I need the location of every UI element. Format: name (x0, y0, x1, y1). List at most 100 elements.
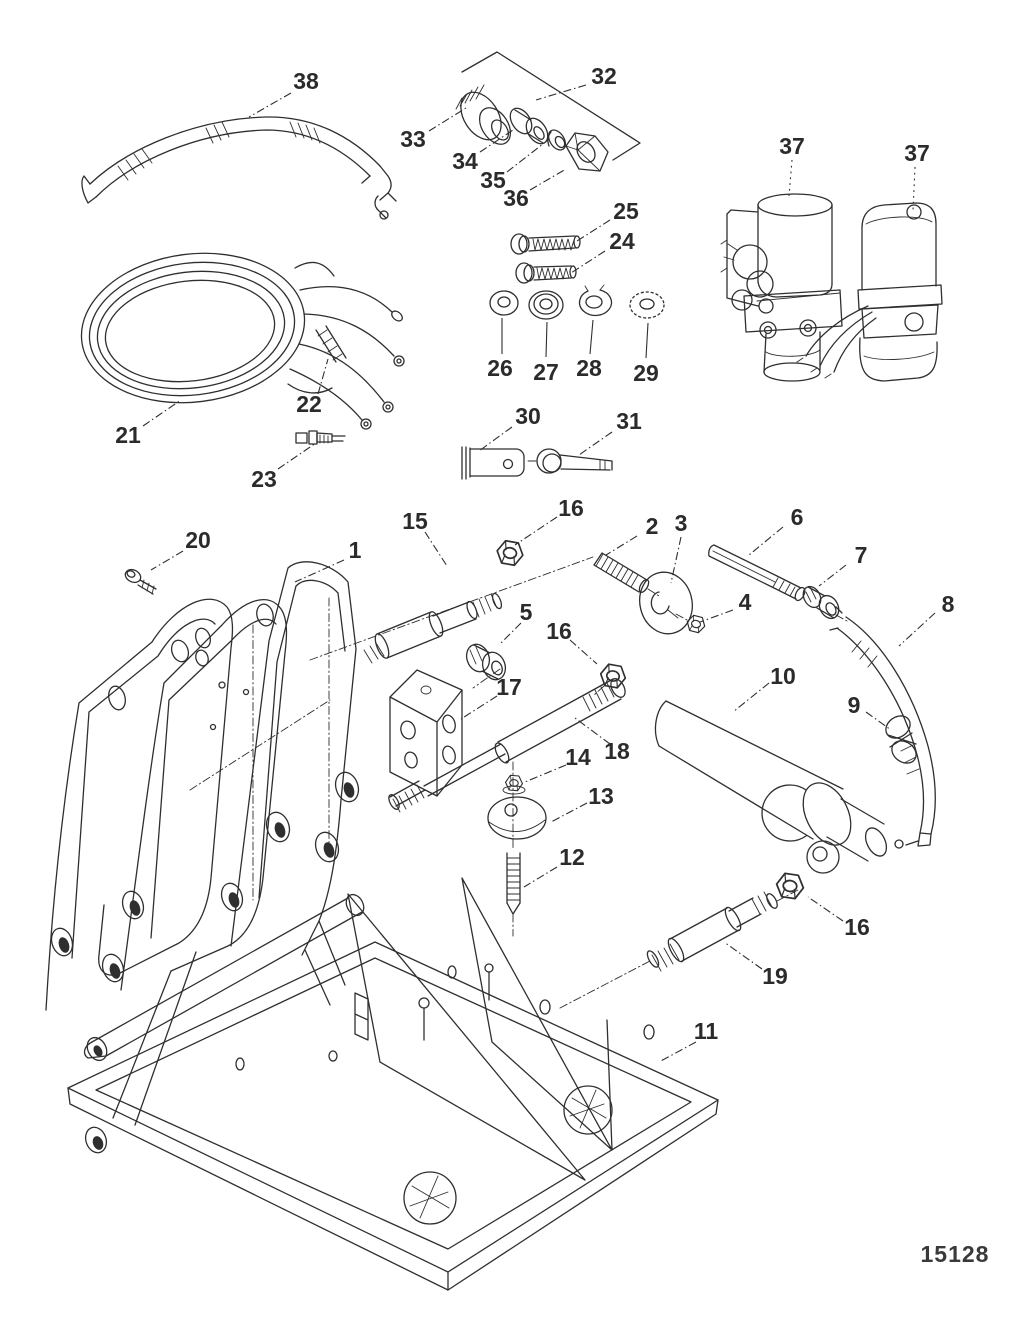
callout-label-6: 6 (791, 504, 804, 530)
anchor-block-drawing (461, 446, 525, 480)
connector-15-drawing (363, 592, 503, 664)
leader-line-7 (818, 564, 847, 587)
leader-line-37 (788, 159, 793, 197)
washer-26-drawing (489, 290, 519, 316)
callout-label-31: 31 (616, 408, 642, 434)
leader-line-35 (506, 139, 549, 173)
ring-pin-drawing (526, 448, 613, 474)
callout-label-3: 3 (675, 510, 688, 536)
leader-line-14 (524, 764, 567, 783)
hex-nut-14 (502, 774, 526, 795)
leader-line-33 (428, 107, 467, 132)
callout-label-19: 19 (762, 963, 788, 989)
callout-label-35: 35 (480, 167, 506, 193)
callout-label-23: 23 (251, 466, 277, 492)
leader-line-18 (574, 717, 611, 745)
callout-label-22: 22 (296, 391, 322, 417)
leader-line-10 (732, 682, 770, 713)
transom-bracket-drawing (45, 561, 360, 1154)
leader-line-8 (898, 612, 936, 647)
leader-line-16 (807, 896, 844, 922)
hex-nut-16a (494, 538, 526, 568)
callout-label-36: 36 (503, 185, 529, 211)
callout-label-37: 37 (779, 133, 805, 159)
connector-19-drawing (646, 891, 778, 972)
leader-line-6 (748, 526, 784, 556)
callout-label-28: 28 (576, 355, 602, 381)
screw-20-drawing (124, 568, 157, 595)
leader-line-13 (550, 802, 588, 823)
callout-label-27: 27 (533, 359, 559, 385)
callout-label-30: 30 (515, 403, 541, 429)
manifold-block-drawing (389, 669, 463, 797)
leader-line-28 (589, 319, 594, 355)
callout-label-13: 13 (588, 783, 614, 809)
callout-label-8: 8 (942, 591, 955, 617)
leader-line-3 (670, 536, 682, 584)
callout-label-32: 32 (591, 63, 617, 89)
terminal-connector-drawing (295, 430, 346, 445)
leader-line-4 (699, 609, 734, 623)
plug-drawing (465, 643, 507, 681)
hex-nut-16c (774, 871, 806, 901)
washer-29-drawing (629, 291, 665, 319)
leader-line-24 (570, 250, 606, 274)
leader-line-21 (142, 399, 182, 427)
callout-label-25: 25 (613, 198, 639, 224)
callout-label-20: 20 (185, 527, 211, 553)
callout-label-34: 34 (452, 148, 478, 174)
stud-12-drawing (506, 852, 521, 915)
leader-line-9 (865, 711, 892, 731)
leader-line-5 (498, 622, 522, 646)
pivot-pin-drawing (708, 544, 806, 602)
fitting-kit-drawing (455, 51, 641, 172)
callout-label-14: 14 (565, 744, 591, 770)
callout-label-38: 38 (293, 68, 319, 94)
leader-line-16 (514, 516, 558, 546)
callout-label-16: 16 (844, 914, 870, 940)
leader-line-36 (529, 168, 567, 191)
hex-nut-4 (684, 613, 708, 635)
leader-line-34 (479, 129, 514, 153)
drawing-number: 15128 (920, 1241, 990, 1267)
leader-line-16 (569, 639, 598, 665)
leader-line-25 (576, 219, 611, 242)
screw-25-drawing (510, 233, 581, 255)
leader-line-12 (523, 866, 558, 888)
callout-label-17: 17 (496, 674, 522, 700)
callout-label-18: 18 (604, 738, 630, 764)
leader-line-27 (545, 321, 548, 358)
callout-label-33: 33 (400, 126, 426, 152)
leader-line-20 (150, 550, 184, 571)
leader-line-31 (578, 431, 613, 456)
callout-label-37: 37 (904, 140, 930, 166)
callout-label-9: 9 (848, 692, 861, 718)
leader-line-19 (723, 941, 763, 970)
leader-line-23 (277, 442, 317, 470)
lock-washer-28-drawing (578, 284, 613, 317)
wire-harness-ends-drawing (289, 286, 405, 430)
coupler-nut-drawing (802, 585, 840, 620)
leader-line-15 (424, 531, 448, 567)
callout-label-16: 16 (558, 495, 584, 521)
hydraulic-hose-8-drawing (829, 606, 936, 849)
callout-label-11: 11 (694, 1018, 719, 1044)
steering-rod-drawing (388, 678, 626, 813)
washer-27-drawing (528, 290, 564, 320)
leader-line-38 (248, 92, 292, 118)
callout-label-24: 24 (609, 228, 635, 254)
callout-label-10: 10 (770, 663, 796, 689)
callout-label-15: 15 (402, 508, 428, 534)
callout-label-7: 7 (855, 542, 868, 568)
hydraulic-hose-38-drawing (81, 116, 397, 220)
cotter-clip-drawing (885, 715, 917, 764)
leader-line-17 (460, 695, 498, 720)
pump-motor-assembly-drawing (720, 193, 943, 382)
callout-label-1: 1 (349, 537, 362, 563)
callout-label-26: 26 (487, 355, 513, 381)
leader-line-30 (478, 426, 513, 452)
hose-coil-drawing (80, 252, 335, 404)
